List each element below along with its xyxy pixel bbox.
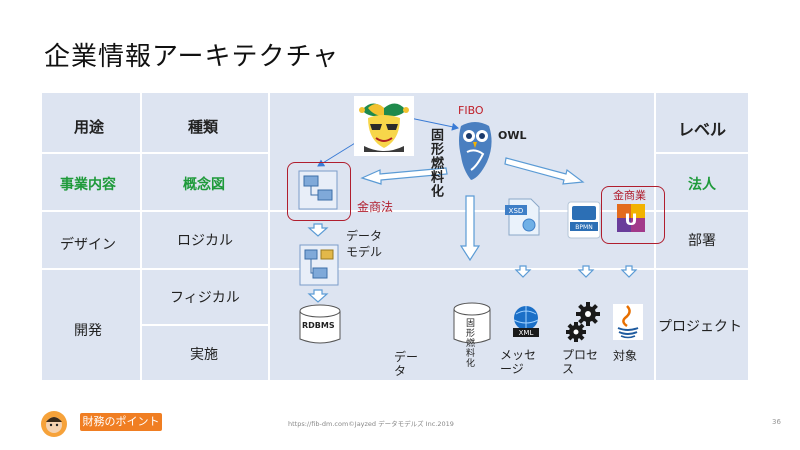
header-kind: 種類: [188, 118, 219, 136]
flow-arrow: [307, 223, 329, 237]
kind-implementation: 実施: [190, 347, 218, 363]
grid-line: [268, 93, 270, 380]
flow-arrow: [360, 167, 448, 185]
avatar: [41, 411, 67, 437]
usage-business: 事業内容: [60, 177, 116, 193]
usage-design: デザイン: [60, 237, 116, 253]
bpmn-icon: BPMN: [567, 201, 601, 239]
grid-line: [654, 152, 748, 154]
rdbms-database-icon: [299, 304, 341, 344]
connector-line: [403, 112, 459, 131]
kind-physical: フィジカル: [170, 290, 240, 306]
logical-model-icon: [299, 244, 339, 286]
owl-icon: [459, 122, 492, 180]
page-number: 36: [772, 418, 781, 426]
grid-line: [42, 210, 748, 212]
uml-frame: [601, 186, 665, 244]
flow-arrow: [504, 157, 585, 185]
conceptual-model-icon: [298, 170, 338, 210]
grid-line: [140, 324, 268, 326]
gears-icon: [566, 302, 600, 342]
fossil-fuel-small-label: 固形燃料化: [464, 318, 474, 368]
header-usage: 用途: [74, 118, 105, 136]
fibo-label: FIBO: [458, 104, 484, 117]
grid-line: [42, 268, 748, 270]
owl-label: OWL: [498, 129, 527, 142]
connector-line: [317, 139, 361, 167]
page-title: 企業情報アーキテクチャ: [44, 42, 340, 72]
fossil-fuel-vertical-label: 固形燃料化: [428, 128, 443, 198]
process-label: プロセス: [562, 348, 599, 376]
level-project: プロジェクト: [658, 319, 742, 335]
object-label: 対象: [613, 349, 638, 363]
flow-arrow: [459, 195, 481, 262]
svg-text:U: U: [625, 210, 638, 229]
flow-arrow: [577, 265, 595, 278]
java-icon: [613, 304, 643, 340]
usage-dev: 開発: [74, 323, 102, 339]
grid-line: [140, 93, 142, 380]
grid-line: [140, 152, 268, 154]
conceptual-model-frame: [287, 162, 351, 221]
data-model-label: データモデル: [346, 229, 383, 259]
message-label: メッセージ: [500, 348, 537, 376]
grid-line: [42, 152, 140, 154]
kinshoho-label: 金商法: [357, 200, 394, 214]
rdbms-label: RDBMS: [302, 321, 335, 330]
xsd-file-icon: XSD: [505, 198, 540, 236]
kinshogyo-label: 金商業: [613, 189, 646, 202]
level-department: 部署: [688, 233, 716, 249]
data-label: データ: [394, 350, 419, 378]
xsd-text: XSD: [509, 207, 524, 215]
kind-logical: ロジカル: [177, 233, 233, 249]
footer-badge-button[interactable]: 財務のポイント: [80, 413, 162, 431]
kind-conceptual: 概念図: [183, 177, 225, 193]
uml-icon: U: [617, 204, 645, 232]
jester-mask-icon: [354, 96, 414, 156]
grid-line: [654, 93, 656, 380]
header-level: レベル: [678, 120, 727, 139]
level-corporate: 法人: [688, 177, 716, 193]
bpmn-text: BPMN: [575, 224, 592, 231]
flow-arrow: [307, 289, 329, 303]
fossil-database-icon: [453, 302, 491, 344]
xml-text: XML: [519, 329, 534, 337]
flow-arrow: [620, 265, 638, 278]
xml-globe-icon: XML: [513, 306, 539, 337]
flow-arrow: [514, 265, 532, 278]
footer-url: https://fib-dm.com©Jayzed データモデルズ Inc.20…: [288, 420, 454, 428]
